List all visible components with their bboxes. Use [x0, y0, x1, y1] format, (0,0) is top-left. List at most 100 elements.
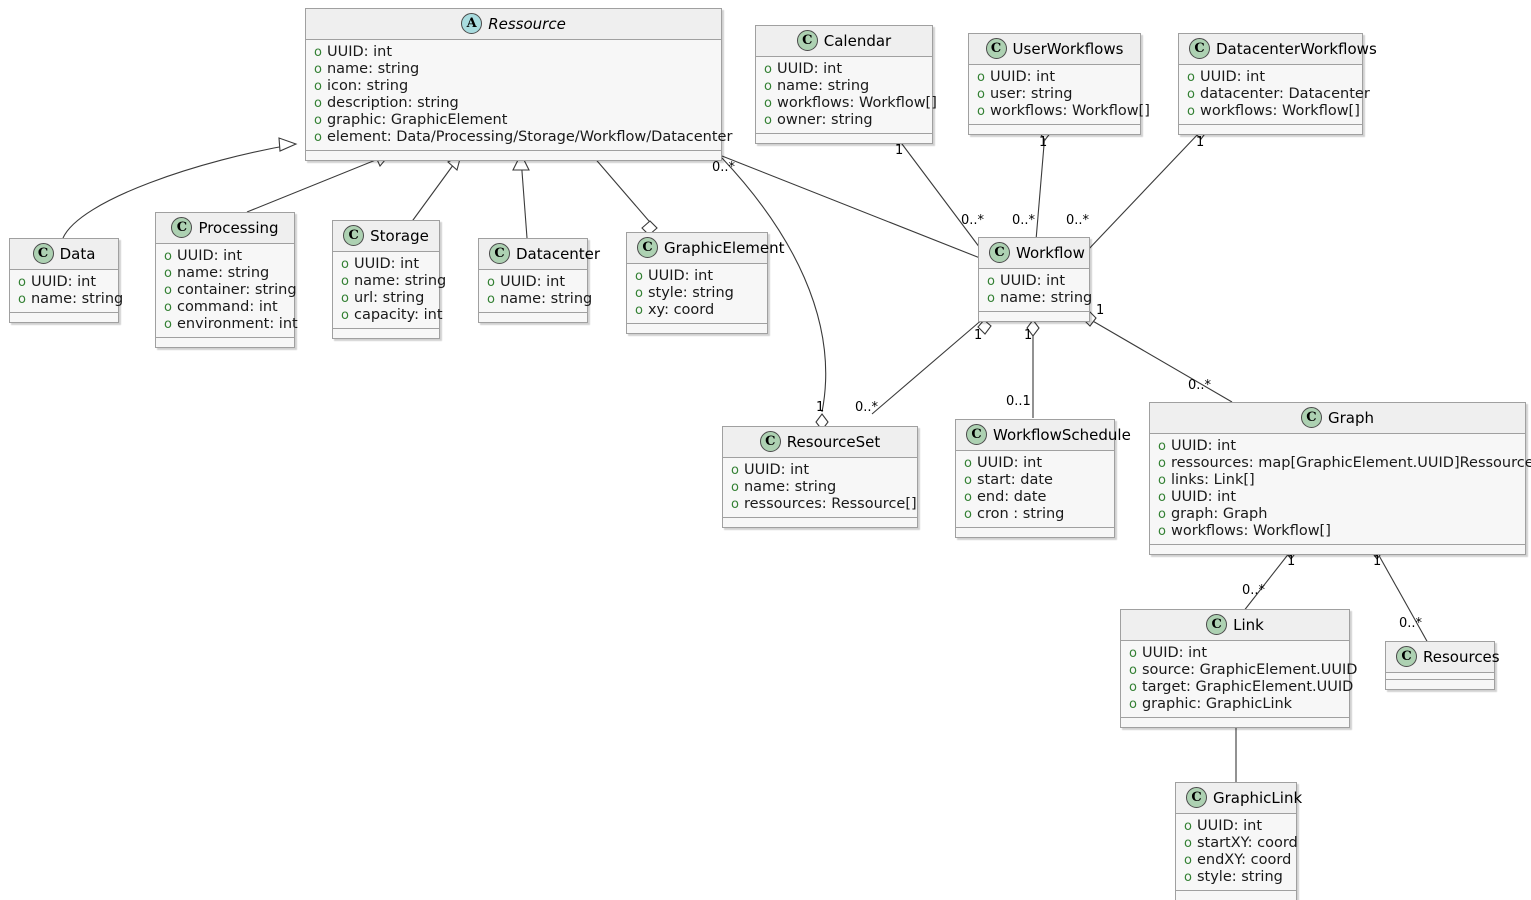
- class-resources-name: Resources: [1423, 647, 1500, 666]
- visibility-public-icon: o: [1184, 853, 1192, 868]
- visibility-public-icon: o: [341, 291, 349, 306]
- visibility-public-icon: o: [635, 286, 643, 301]
- visibility-public-icon: o: [1129, 646, 1137, 661]
- class-icon: C: [985, 38, 1007, 59]
- visibility-public-icon: o: [1158, 456, 1166, 471]
- abstract-class-icon: A: [461, 13, 483, 34]
- multiplicity-link-mult: 0..*: [1242, 583, 1266, 598]
- visibility-public-icon: o: [987, 274, 995, 289]
- multiplicity-resources-mult: 0..*: [1399, 616, 1423, 631]
- visibility-public-icon: o: [964, 456, 972, 471]
- visibility-public-icon: o: [635, 269, 643, 284]
- edge-graphicelement-ressource: [592, 155, 655, 228]
- class-ressource-operations: [306, 151, 721, 160]
- class-storage-operations: [333, 329, 439, 338]
- visibility-public-icon: o: [1158, 490, 1166, 505]
- class-processing-operations: [156, 338, 294, 347]
- visibility-public-icon: o: [314, 130, 322, 145]
- multiplicity-calendar-one: 1: [895, 143, 904, 158]
- class-datacenter-operations: [479, 313, 587, 322]
- class-datacenter-name: Datacenter: [516, 244, 601, 263]
- multiplicity-userworkflows-one: 1: [1039, 135, 1048, 150]
- class-data-name: Data: [59, 244, 96, 263]
- visibility-public-icon: o: [164, 283, 172, 298]
- visibility-public-icon: o: [964, 473, 972, 488]
- edge-workflow-resourceset: [872, 318, 984, 414]
- class-resourceset-name: ResourceSet: [786, 432, 881, 451]
- class-graphiclink-header: C GraphicLink: [1176, 783, 1302, 814]
- visibility-public-icon: o: [964, 490, 972, 505]
- visibility-public-icon: o: [977, 104, 985, 119]
- edge-datacenter-ressource: [521, 158, 527, 238]
- generalization-arrow-data: [279, 138, 296, 151]
- class-resources[interactable]: C Resources: [1385, 641, 1500, 690]
- edge-calendar-workflow: [899, 140, 983, 252]
- visibility-public-icon: o: [731, 497, 739, 512]
- visibility-public-icon: o: [314, 62, 322, 77]
- class-workflowschedule-operations: [956, 528, 1114, 537]
- multiplicity-resourceset-mult: 0..*: [855, 400, 879, 415]
- class-calendar-operations: [756, 134, 932, 143]
- class-userworkflows-operations: [969, 125, 1140, 134]
- visibility-public-icon: o: [764, 113, 772, 128]
- class-workflow-name: Workflow: [1016, 243, 1085, 262]
- visibility-public-icon: o: [314, 113, 322, 128]
- class-userworkflows-header: C UserWorkflows: [969, 34, 1140, 65]
- class-ressource-name: Ressource: [488, 14, 566, 33]
- visibility-public-icon: o: [314, 96, 322, 111]
- class-icon: C: [1186, 787, 1207, 808]
- edge-processing-ressource: [247, 155, 388, 212]
- class-resourceset-header: C ResourceSet: [723, 427, 917, 458]
- class-ressource-header: A Ressource: [306, 9, 721, 40]
- edge-userworkflows-workflow: [1035, 133, 1045, 252]
- edge-graph-link: [1243, 552, 1290, 612]
- class-graphicelement-header: C GraphicElement: [627, 233, 785, 264]
- visibility-public-icon: o: [1184, 819, 1192, 834]
- class-icon: C: [1396, 646, 1417, 667]
- class-storage-header: C Storage: [333, 221, 439, 252]
- class-resources-attributes: [1386, 673, 1494, 680]
- visibility-public-icon: o: [764, 79, 772, 94]
- multiplicity-schedule-mult: 0..1: [1006, 394, 1031, 409]
